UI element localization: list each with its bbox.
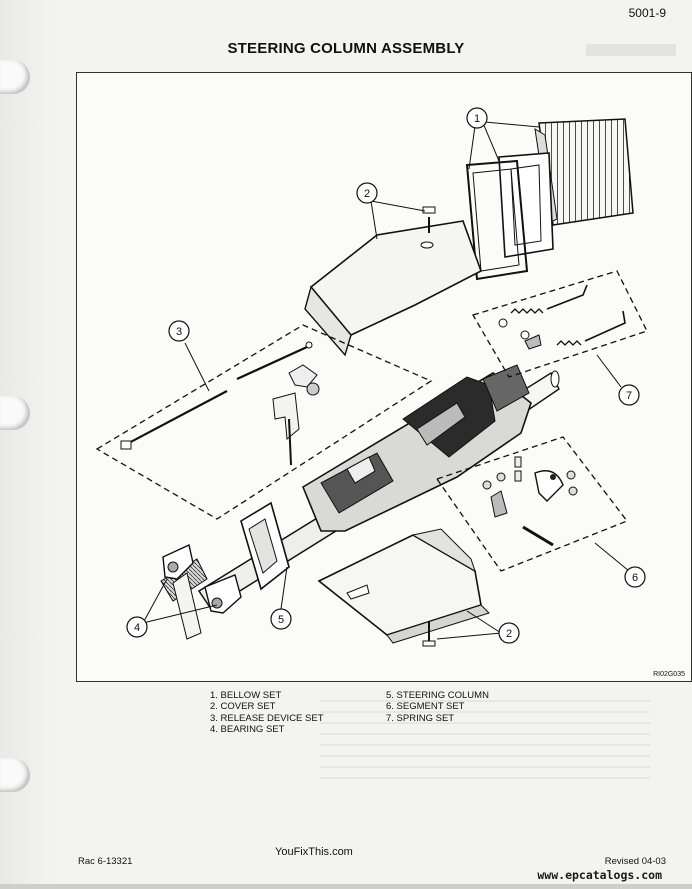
legend-column-left: 1. BELLOW SET 2. COVER SET 3. RELEASE DE… [210, 690, 380, 735]
callout-3: 3 [176, 326, 182, 338]
spring-set [472, 270, 648, 378]
callout-2-lower: 2 [506, 628, 512, 640]
callout-4: 4 [134, 622, 140, 634]
callout-1: 1 [474, 113, 480, 125]
legend-item: 2. COVER SET [210, 701, 276, 713]
leader-lines [142, 121, 630, 640]
callout-7: 7 [626, 390, 632, 402]
page-bottom-edge [0, 884, 692, 889]
footer-revision: Revised 04-03 [604, 856, 666, 867]
steering-column [160, 364, 560, 640]
bleed-through [320, 700, 650, 780]
binder-hole [0, 60, 30, 94]
callout-6: 6 [632, 572, 638, 584]
legend-item: 1. BELLOW SET [210, 690, 282, 701]
exploded-view-figure: 1 2 3 7 6 2 4 5 RI02G035 [76, 72, 692, 682]
watermark-url: www.epcatalogs.com [537, 868, 662, 882]
bellow-set [465, 118, 634, 281]
segment-set [435, 436, 629, 572]
callout-2-upper: 2 [364, 188, 370, 200]
binder-hole [0, 396, 30, 430]
release-device-set [95, 324, 433, 520]
callout-circles [126, 107, 646, 644]
legend-item: 5. STEERING COLUMN [386, 690, 489, 701]
figure-code: RI02G035 [653, 671, 685, 678]
page-title: STEERING COLUMN ASSEMBLY [227, 40, 465, 57]
binder-hole [0, 758, 30, 792]
legend-item: 3. RELEASE DEVICE SET [210, 712, 324, 724]
page-number: 5001-9 [628, 6, 666, 20]
legend-column-right: 5. STEERING COLUMN 6. SEGMENT SET 7. SPR… [386, 690, 556, 724]
cover-set-upper [304, 206, 482, 357]
steering-column-drawing: 1 2 3 7 6 2 4 5 [95, 107, 648, 647]
callout-5: 5 [278, 614, 284, 626]
footer-document-number: Rac 6-13321 [78, 856, 133, 867]
bleed-through [586, 44, 676, 56]
legend-item: 6. SEGMENT SET [386, 701, 465, 713]
footer-website: YouFixThis.com [275, 846, 353, 858]
legend-item: 7. SPRING SET [386, 712, 455, 724]
legend-item: 4. BEARING SET [210, 723, 285, 735]
cover-set-lower [317, 528, 490, 647]
